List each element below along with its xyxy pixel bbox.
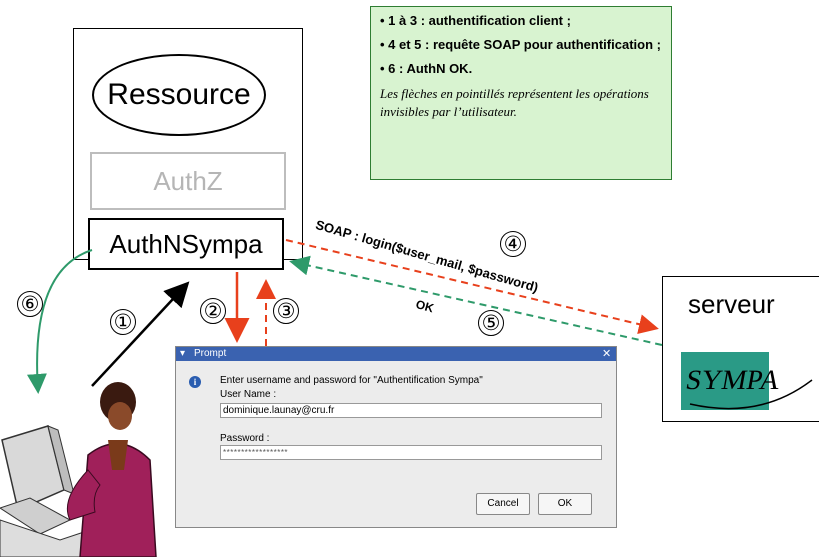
dialog-titlebar[interactable]: ▾ Prompt ✕ — [176, 347, 616, 361]
sympa-server-box — [662, 276, 819, 422]
close-icon[interactable]: ✕ — [602, 348, 612, 360]
cancel-button[interactable]: Cancel — [476, 493, 530, 515]
authn-sympa-node: AuthNSympa — [88, 218, 284, 270]
step-1-marker: ① — [110, 309, 136, 335]
sympa-swoosh — [689, 379, 813, 410]
arrow-step-1 — [91, 281, 190, 387]
chevron-down-icon[interactable]: ▾ — [180, 348, 186, 359]
username-field[interactable]: dominique.launay@cru.fr — [220, 403, 602, 418]
password-label: Password : — [220, 433, 270, 444]
arrow-step-6 — [26, 249, 93, 394]
server-label: serveur — [688, 289, 775, 319]
legend-item-2: • 4 et 5 : requête SOAP pour authentific… — [380, 37, 661, 52]
ressource-node: Ressource — [92, 54, 266, 136]
arrow-step-5 — [289, 255, 663, 346]
step-4-marker: ④ — [500, 231, 526, 257]
authz-node: AuthZ — [90, 152, 286, 210]
step-3-marker: ③ — [273, 298, 299, 324]
legend-note: Les flèches en pointillés représentent l… — [380, 86, 649, 119]
password-field[interactable]: ****************** — [220, 445, 602, 460]
legend-item-3: • 6 : AuthN OK. — [380, 61, 473, 76]
legend-item-1: • 1 à 3 : authentification client ; — [380, 13, 571, 28]
step-2-marker: ② — [200, 298, 226, 324]
arrow-step-4 — [285, 239, 659, 335]
prompt-dialog: ▾ Prompt ✕ i Enter username and password… — [175, 346, 617, 528]
dialog-title: Prompt — [194, 348, 227, 359]
legend-box: • 1 à 3 : authentification client ; • 4 … — [370, 6, 672, 180]
ok-button[interactable]: OK — [538, 493, 592, 515]
prompt-message: Enter username and password for "Authent… — [220, 375, 483, 386]
step-6-marker: ⑥ — [17, 291, 43, 317]
info-icon: i — [189, 376, 201, 388]
sympa-logo — [681, 352, 769, 410]
step-5-marker: ⑤ — [478, 310, 504, 336]
username-label: User Name : — [220, 389, 277, 400]
